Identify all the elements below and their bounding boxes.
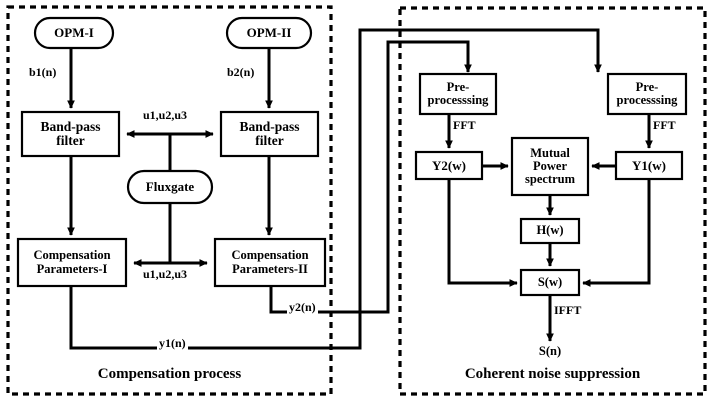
edge-label-b1n: b1(n) [29,65,57,79]
node-opm1 [33,16,115,50]
node-mutual [510,136,590,197]
node-bpf1 [20,110,121,158]
node-sw [519,268,581,297]
edge-label-ifft: IFFT [554,303,582,317]
edge-label-u123-bottom: u1,u2,u3 [143,267,188,281]
edge-label-u123-top: u1,u2,u3 [143,108,188,122]
node-y2w [414,150,484,181]
panel-frame-coherent [398,6,707,396]
panel-title-coherent: Coherent noise suppression [464,366,641,382]
node-fluxgate [126,169,214,205]
panel-frame-compensation [6,5,333,396]
node-bpf2 [219,110,320,158]
edge-label-y1n: y1(n) [157,336,188,351]
node-cp2 [213,237,327,288]
edge-y1n-route [69,28,602,350]
panel-title-compensation: Compensation process [97,366,242,382]
edge-label-fft-right: FFT [653,118,676,132]
node-pre2 [606,72,688,116]
node-hw [519,217,581,245]
node-y1w [614,150,684,181]
node-opm2 [225,16,313,50]
edge-label-y2n: y2(n) [287,300,318,315]
edge-label-b2n: b2(n) [227,65,255,79]
edge-y1w-sw [582,179,651,287]
node-cp1 [16,237,128,288]
edge-y2w-sw [447,179,518,287]
edge-y2n-route [269,40,472,314]
node-pre1 [418,72,498,116]
edge-label-fft-left: FFT [453,118,476,132]
